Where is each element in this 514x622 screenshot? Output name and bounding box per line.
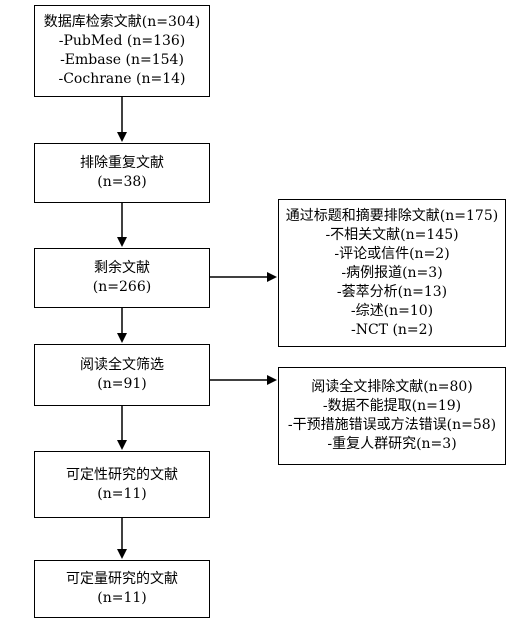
remaining-count: (n=266) (92, 279, 152, 295)
exclusion1-case-reports: -病例报道(n=3) (341, 264, 443, 281)
search-title: 数据库检索文献(n=304) (43, 14, 201, 30)
exclusion1-irrelevant: -不相关文献(n=145) (325, 226, 459, 243)
search-box: 数据库检索文献(n=304) -PubMed (n=136) -Embase (… (34, 5, 210, 97)
dedup-count: (n=38) (97, 174, 147, 190)
dedup-title: 排除重复文献 (80, 155, 164, 171)
exclusion-title-abstract-box: 通过标题和摘要排除文献(n=175) -不相关文献(n=145) -评论或信件(… (278, 199, 506, 347)
exclusion1-comments: -评论或信件(n=2) (334, 245, 450, 262)
exclusion2-title: 阅读全文排除文献(n=80) (311, 379, 473, 395)
fulltext-box: 阅读全文筛选 (n=91) (34, 344, 210, 406)
remaining-title: 剩余文献 (94, 260, 150, 276)
fulltext-title: 阅读全文筛选 (80, 357, 164, 373)
exclusion1-title: 通过标题和摘要排除文献(n=175) (285, 207, 499, 224)
qualitative-title: 可定性研究的文献 (66, 466, 178, 483)
quantitative-box: 可定量研究的文献 (n=11) (34, 560, 210, 618)
dedup-box: 排除重复文献 (n=38) (34, 143, 210, 203)
qualitative-box: 可定性研究的文献 (n=11) (34, 451, 210, 518)
exclusion1-nct: -NCT (n=2) (350, 321, 434, 338)
fulltext-count: (n=91) (97, 376, 147, 392)
exclusion2-wrong-intervention: -干预措施错误或方法错误(n=58) (287, 417, 497, 433)
qualitative-count: (n=11) (97, 485, 147, 502)
search-line-embase: -Embase (n=154) (60, 52, 184, 68)
quantitative-count: (n=11) (97, 590, 147, 606)
remaining-box: 剩余文献 (n=266) (34, 248, 210, 308)
exclusion-fulltext-box: 阅读全文排除文献(n=80) -数据不能提取(n=19) -干预措施错误或方法错… (278, 367, 506, 465)
exclusion2-duplicate-population: -重复人群研究(n=3) (327, 436, 457, 452)
quantitative-title: 可定量研究的文献 (66, 571, 178, 587)
exclusion1-reviews: -综述(n=10) (350, 302, 434, 319)
exclusion2-no-data: -数据不能提取(n=19) (322, 398, 462, 414)
exclusion1-meta-analyses: -荟萃分析(n=13) (336, 283, 448, 300)
search-line-pubmed: -PubMed (n=136) (58, 33, 186, 49)
search-line-cochrane: -Cochrane (n=14) (58, 71, 186, 87)
